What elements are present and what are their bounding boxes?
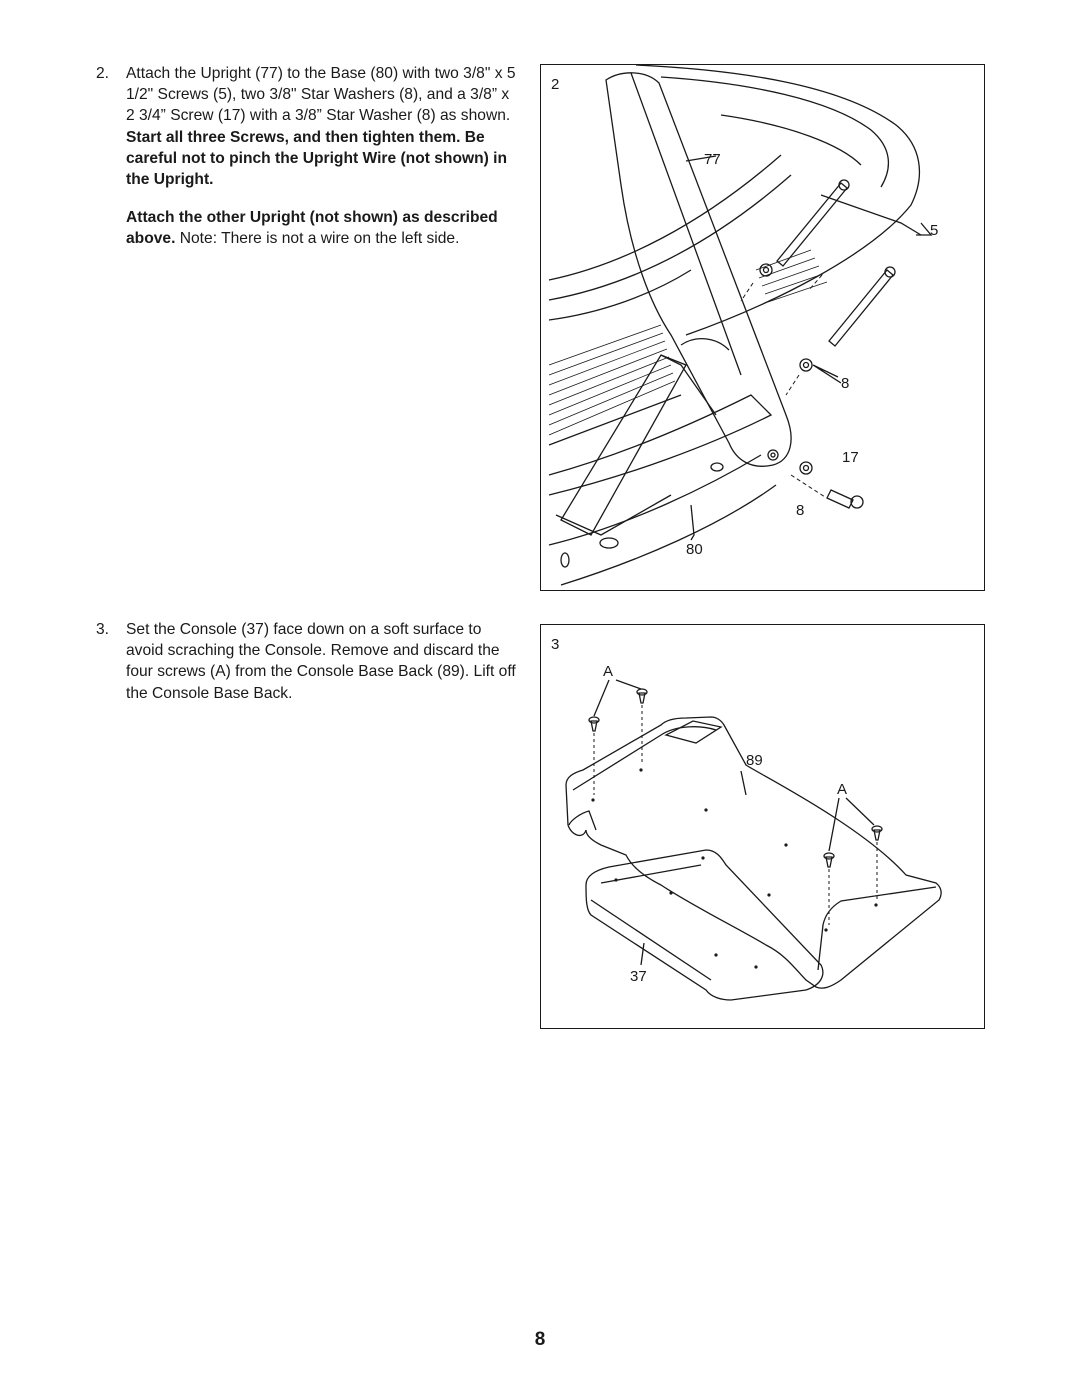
figure-3-step-label: 3 [551,636,559,653]
step-2-text: Attach the Upright (77) to the Base (80)… [126,65,516,125]
step-3-instructions: 3. Set the Console (37) face down on a s… [96,619,516,704]
step-2-other-upright: Attach the other Upright (not shown) as … [126,209,498,248]
callout-80: 80 [686,541,703,558]
callout-a-top: A [603,663,613,680]
step-2-warning: Start all three Screws, and then tighten… [126,128,508,189]
callout-37: 37 [630,968,647,985]
step-2-paragraph-2: Attach the other Upright (not shown) as … [126,207,516,249]
callout-5: 5 [930,222,938,239]
figure-2-upright-assembly: 2 77 5 8 17 8 80 [540,64,985,591]
step-2-instructions: 2. Attach the Upright (77) to the Base (… [96,63,516,250]
figure-3-console: 3 A 89 A 37 [540,624,985,1029]
callout-8-bottom: 8 [796,502,804,519]
figure-3-drawing: 3 A 89 A 37 [551,636,942,1001]
callout-8-top: 8 [841,375,849,392]
callout-77: 77 [704,151,721,168]
step-2-paragraph-1: Attach the Upright (77) to the Base (80)… [126,63,516,190]
figure-2-step-label: 2 [551,76,559,93]
step-2-number: 2. [96,65,110,82]
figure-2-drawing: 2 77 5 8 17 8 80 [548,65,938,586]
page-number: 8 [534,1329,546,1350]
step-3-number: 3. [96,621,110,638]
step-2-note: Note: There is not a wire on the left si… [179,230,460,248]
callout-17: 17 [842,449,859,466]
callout-89: 89 [746,752,763,769]
callout-a-right: A [837,781,847,798]
step-3-paragraph: Set the Console (37) face down on a soft… [126,621,516,702]
